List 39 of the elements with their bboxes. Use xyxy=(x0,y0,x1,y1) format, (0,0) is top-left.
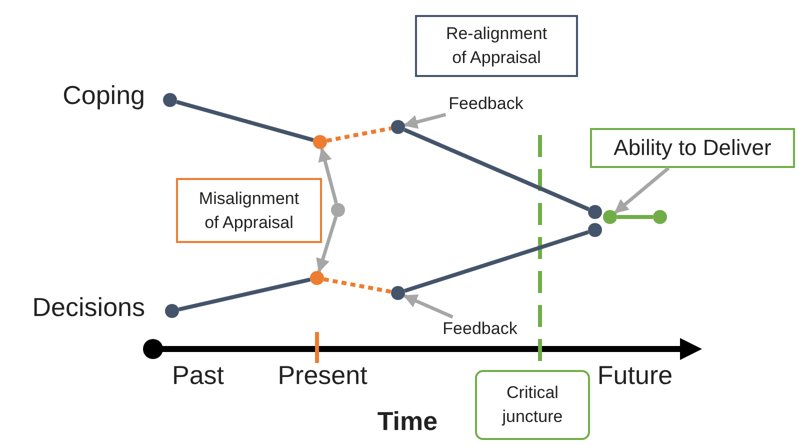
connector-line xyxy=(404,230,589,293)
point-marker xyxy=(588,205,602,219)
box-text: Critical juncture xyxy=(500,382,564,428)
point-marker xyxy=(588,223,602,237)
arrow xyxy=(403,112,446,129)
box-text: Ability to Deliver xyxy=(614,136,772,160)
series-label: Decisions xyxy=(31,292,145,323)
point-marker xyxy=(603,210,617,224)
point-marker xyxy=(163,93,177,107)
axis-title: Time xyxy=(376,406,439,437)
arrow xyxy=(316,216,338,273)
axis-label: Past xyxy=(170,360,226,391)
axis-label: Present xyxy=(276,360,368,391)
box-text: Misalignment of Appraisal xyxy=(198,188,300,234)
text-box xyxy=(475,370,590,440)
text-box xyxy=(590,128,795,168)
box-text: Re-alignment of Appraisal xyxy=(445,23,548,69)
connector-line xyxy=(617,215,653,219)
arrow xyxy=(318,147,338,204)
point-marker xyxy=(331,203,345,217)
point-marker xyxy=(165,304,179,318)
feedback-text: Feedback xyxy=(442,318,518,340)
text-box xyxy=(176,178,322,243)
axis-label: Future xyxy=(596,360,674,391)
connector-line xyxy=(176,100,314,142)
point-marker xyxy=(653,210,667,224)
arrow xyxy=(403,294,454,319)
connector-line xyxy=(324,277,392,294)
feedback-text: Feedback xyxy=(448,93,524,115)
arrow xyxy=(614,166,670,214)
point-marker xyxy=(391,286,405,300)
point-marker xyxy=(313,135,327,149)
point-marker xyxy=(391,120,405,134)
connector-line xyxy=(326,126,392,143)
text-box xyxy=(415,15,578,77)
connector-line xyxy=(178,278,311,312)
series-label: Coping xyxy=(62,80,145,111)
connector-line xyxy=(404,128,590,212)
point-marker xyxy=(310,271,324,285)
